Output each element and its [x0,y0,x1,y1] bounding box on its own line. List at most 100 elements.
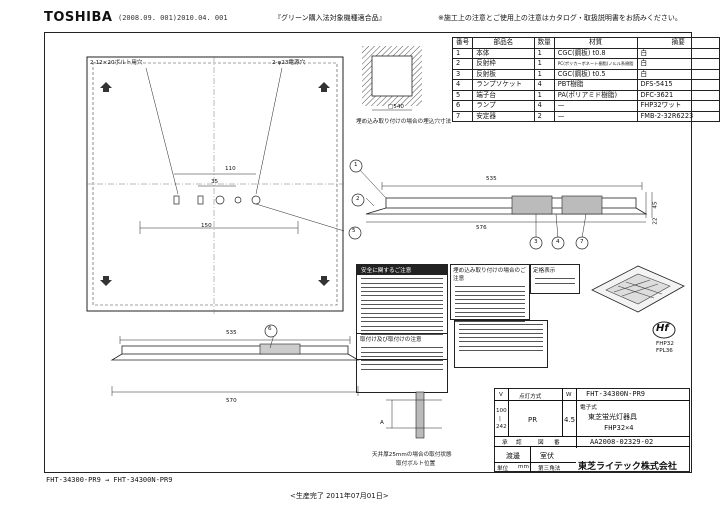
lamp-fhp: FHP32 [656,341,674,347]
signer-1: 渡邊 [506,452,520,460]
cell: PC(ポリカーボネート樹脂)ノルル系樹脂 [553,58,638,70]
ceiling-note: 天井厚25mmの場合の取付状態 [372,452,452,458]
lighting-method: PR [528,416,538,424]
col-part: 部品名 [472,37,535,49]
callout-1 [349,159,363,173]
wattage: 4.5 [564,416,576,424]
cell: 6 [451,100,474,112]
bolt-hole-label: 2-12×20ボルト用穴 [90,60,143,66]
drawing-sheet [44,32,692,473]
ballast-box [561,195,603,215]
cell: 1 [533,47,555,59]
top-view-drawing [86,56,344,314]
dim-576: 576 [476,225,487,231]
corner-brackets [100,82,330,286]
cell: 反射板 [472,68,535,80]
cell: 反射枠 [472,58,535,70]
callout-2 [351,193,365,207]
safety-note-box: 安全に関するご注意 [356,264,448,360]
col-head-method: 点灯方式 [519,394,542,400]
cell: 1 [451,47,474,59]
bottom-side-view [110,336,360,396]
embed-text-lines [451,286,529,322]
callout-7-label: 7 [580,239,584,245]
col-no: 番号 [451,37,474,49]
callout-6-label: 6 [268,326,272,332]
cell: — [553,110,638,122]
unit-value: mm [518,464,529,470]
lamp-spec: FHP32×4 [604,424,634,432]
installation-note-box: 取付け及び取付けの注意 [356,333,448,393]
company-name: 東芝ライテック株式会社 [578,462,677,472]
safety-text-lines [357,278,447,336]
label-approve: 承 [502,440,508,446]
angle-label: 第三角法 [538,466,561,472]
cell: DFC-3621 [636,89,720,101]
callout-4 [551,236,565,250]
cell: FMB-2-32R6223 [636,110,720,122]
cutout-hole [371,55,413,97]
col-head-w: W [566,392,572,398]
dim-535-bottom: 535 [226,330,237,336]
label-drawing: 図 [538,440,544,446]
power-hole-label: 2-φ23電源穴 [272,60,306,66]
cell: 白 [636,68,720,80]
callout-6 [264,324,278,338]
cell: PBT樹脂 [553,79,638,91]
cell: CGC(鋼板) t0.8 [553,47,638,59]
ballast-box [511,195,553,215]
cell: 3 [451,68,474,80]
cell: — [553,100,638,112]
bolt-hole [197,195,204,205]
col-head-v: V [499,392,503,398]
dim-45: 45 [652,201,659,209]
callout-5-label: 5 [352,228,356,234]
callout-3 [529,236,543,250]
col-note: 摘要 [636,37,720,49]
dim-535-top: 535 [486,176,497,182]
body-side [121,345,349,355]
power-hole [251,195,261,205]
title-block [494,388,690,472]
cutout-diagram [362,46,422,111]
cell: 1 [533,58,555,70]
callout-3-label: 3 [534,239,538,245]
wiring-note-box [454,320,548,368]
ceiling-mount-detail [386,391,442,439]
callout-4-label: 4 [556,239,560,245]
cell: 2 [451,58,474,70]
cell: DFS-5415 [636,79,720,91]
cell: 4 [533,100,555,112]
production-end: <生産完了 2011年07月01日> [290,492,389,500]
cell: 2 [533,110,555,122]
cutout-caption: 埋め込み取り付けの場合の埋込穴寸法 [356,119,452,125]
brand-logo: TOSHIBA [44,10,113,25]
cell: ランプ [472,100,535,112]
voltage-bottom: 242 [496,424,507,430]
revision-text: (2008.09. 001)2010.04. 001 [118,14,228,22]
embed-note-box: 埋め込み取り付けの場合のご注意 [450,264,530,322]
dim-150: 150 [201,223,212,229]
power-hole [215,195,225,205]
cell: CGC(鋼板) t0.5 [553,68,638,80]
signer-2: 室伏 [540,452,554,460]
drawing-number: AA2008-02329-02 [590,438,654,446]
model-number: FHT-34300N-PR9 [586,390,646,398]
safety-title: 安全に関するご注意 [357,265,447,275]
cell: FHP32ワット [636,100,720,112]
callout-2-label: 2 [356,196,360,202]
rating-lines [531,278,579,284]
parts-header-row: 番号 部品名 数量 材質 摘要 [451,37,720,49]
side-section-drawing [349,159,653,250]
bolt-position-note: 取付ボルト位置 [396,461,436,467]
cell: 5 [451,89,474,101]
hf-mark-icon [652,321,676,339]
col-qty: 数量 [533,37,555,49]
dim-570: 570 [226,398,237,404]
product-name: 東芝蛍光灯器具 [588,413,637,421]
lamp-fpl: FPL36 [656,348,673,354]
cell: 7 [451,110,474,122]
